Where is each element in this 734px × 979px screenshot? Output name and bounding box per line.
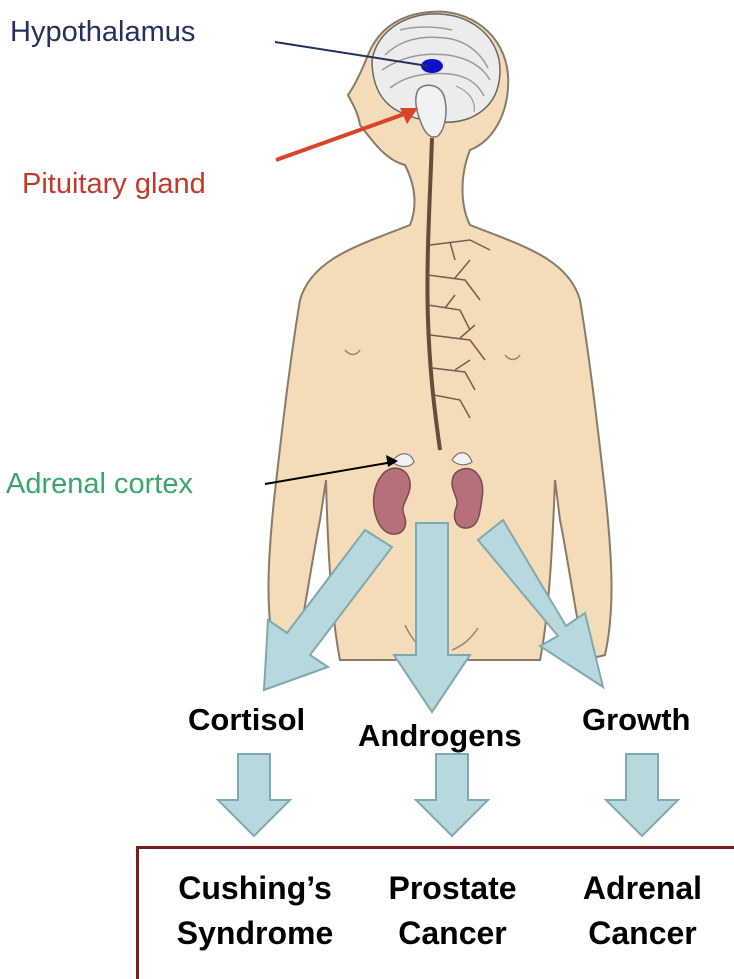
right-kidney (452, 468, 483, 528)
pituitary-gland-label: Pituitary gland (22, 170, 206, 199)
outcome-line-2: Cancer (560, 911, 725, 956)
hypothalamus-label: Hypothalamus (10, 18, 195, 47)
arrow-androgens-to-prostate (416, 754, 488, 836)
hormone-label-growth: Growth (582, 704, 691, 735)
outcome-line-1: Prostate (365, 866, 540, 911)
outcome-line-1: Adrenal (560, 866, 725, 911)
outcome-line-2: Syndrome (155, 911, 355, 956)
left-kidney (374, 468, 411, 534)
hormone-label-androgens: Androgens (358, 720, 522, 751)
adrenal-cortex-label: Adrenal cortex (6, 470, 193, 499)
arrow-cortisol-to-cushings (218, 754, 290, 836)
outcome-line-1: Cushing’s (155, 866, 355, 911)
outcome-adrenal-cancer: Adrenal Cancer (560, 866, 725, 956)
hormone-label-cortisol: Cortisol (188, 704, 305, 735)
outcome-cushings-syndrome: Cushing’s Syndrome (155, 866, 355, 956)
outcome-line-2: Cancer (365, 911, 540, 956)
arrow-growth-to-adrenal (606, 754, 678, 836)
outcome-prostate-cancer: Prostate Cancer (365, 866, 540, 956)
